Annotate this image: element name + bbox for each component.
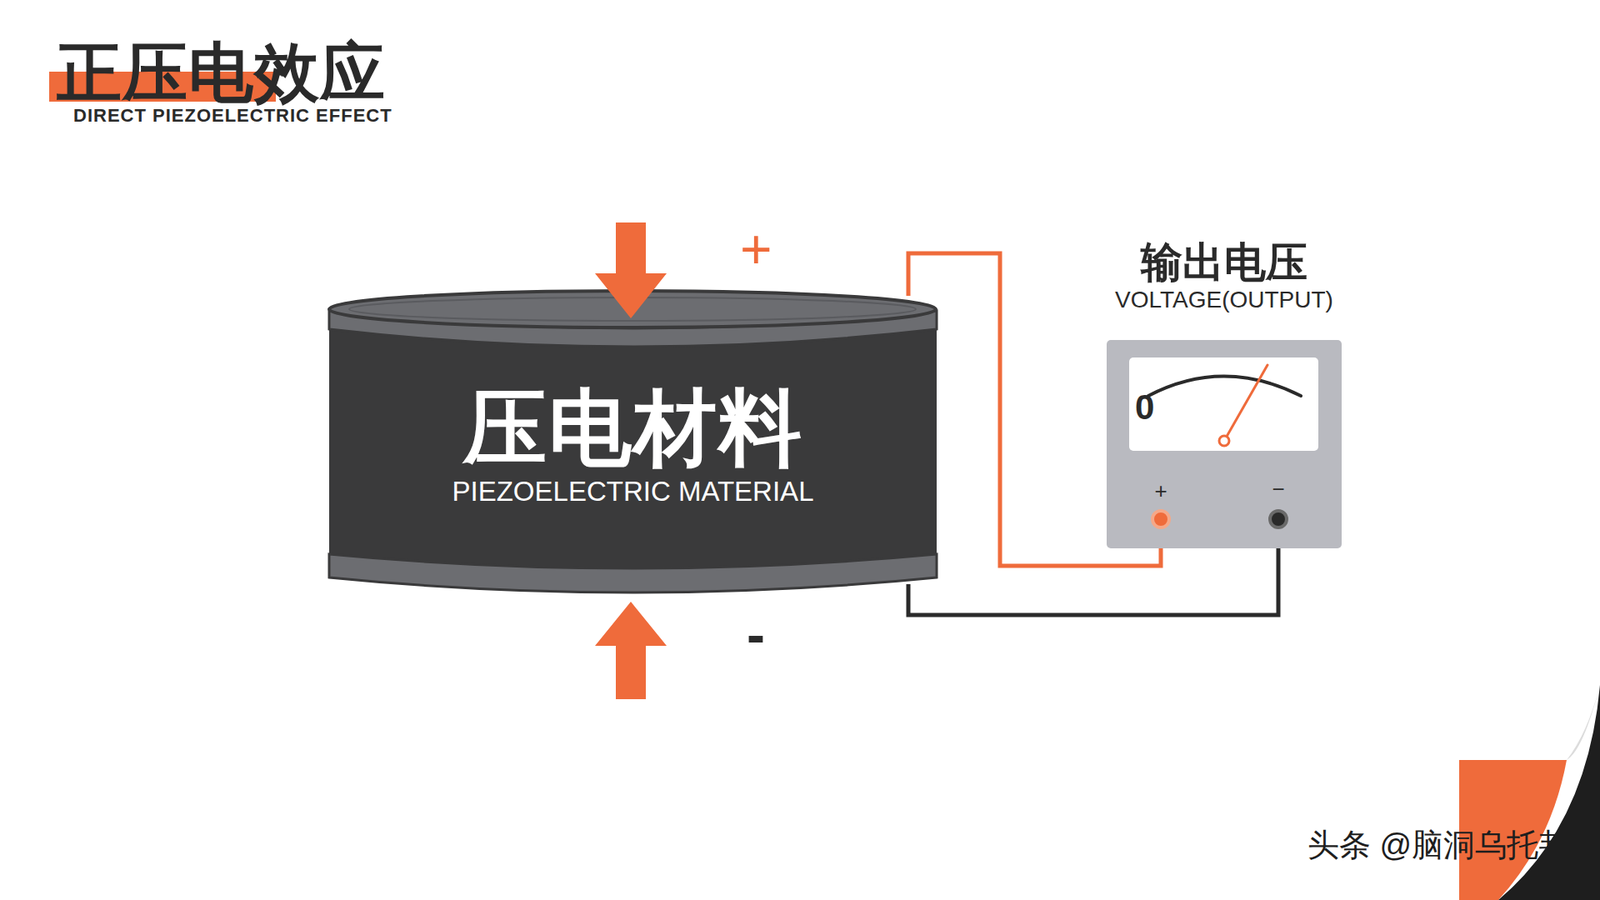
voltmeter: 输出电压VOLTAGE(OUTPUT)0+− [1106,340,1342,549]
scale-zero: 0 [1135,390,1155,425]
material-name: 压电材料 [326,384,940,472]
watermark: 头条 @脑洞乌托邦 [1307,828,1570,864]
force-arrow-up [595,601,667,700]
terminal-minus: − [1267,478,1290,500]
polarity-minus: - [746,606,765,662]
meter-title-en: VOLTAGE(OUTPUT) [1056,285,1392,315]
piezo-cylinder: 压电材料PIEZOELECTRIC MATERIAL [326,285,940,597]
terminal-plus: + [1150,480,1172,502]
cylinder-label: 压电材料PIEZOELECTRIC MATERIAL [326,384,940,509]
meter-title: 输出电压 [1056,240,1392,286]
force-arrow-down [595,222,667,319]
meter-heading: 输出电压VOLTAGE(OUTPUT) [1056,240,1392,315]
page-curl-dark [1498,685,1600,900]
meter-shape [1106,340,1342,549]
polarity-plus: + [740,221,773,277]
page-title: 正压电效应 [56,30,386,118]
page-subtitle: DIRECT PIEZOELECTRIC EFFECT [73,105,393,127]
page-curl-edge [1566,685,1600,760]
material-name-en: PIEZOELECTRIC MATERIAL [326,475,940,509]
